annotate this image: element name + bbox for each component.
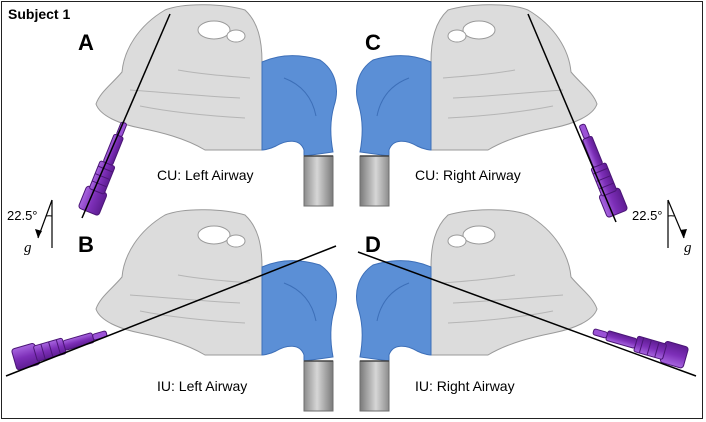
caption-b: IU: Left Airway — [157, 378, 248, 394]
angle-label-left: 22.5° — [7, 208, 38, 223]
panel-letter-b: B — [78, 232, 94, 257]
subject-label: Subject 1 — [8, 6, 71, 22]
angle-label-right: 22.5° — [632, 208, 663, 223]
gravity-indicator-left — [35, 199, 53, 248]
spray-axis-line-d — [357, 251, 697, 377]
caption-c: CU: Right Airway — [415, 167, 521, 183]
panel-d-model — [355, 208, 697, 412]
panel-b-model — [5, 208, 338, 412]
spray-axis-line-c — [527, 13, 617, 223]
panel-c-model — [355, 3, 629, 223]
gravity-indicator-right — [667, 199, 687, 248]
gravity-symbol-right: g — [684, 240, 692, 256]
gravity-symbol-left: g — [24, 240, 32, 256]
panel-letter-d: D — [365, 232, 381, 257]
panel-letter-a: A — [78, 30, 94, 55]
panel-letter-c: C — [365, 30, 381, 55]
spray-axis-line-a — [81, 13, 171, 219]
caption-a: CU: Left Airway — [157, 167, 254, 183]
caption-d: IU: Right Airway — [415, 378, 515, 394]
panel-a-model — [77, 3, 338, 219]
spray-axis-line-b — [5, 245, 337, 377]
